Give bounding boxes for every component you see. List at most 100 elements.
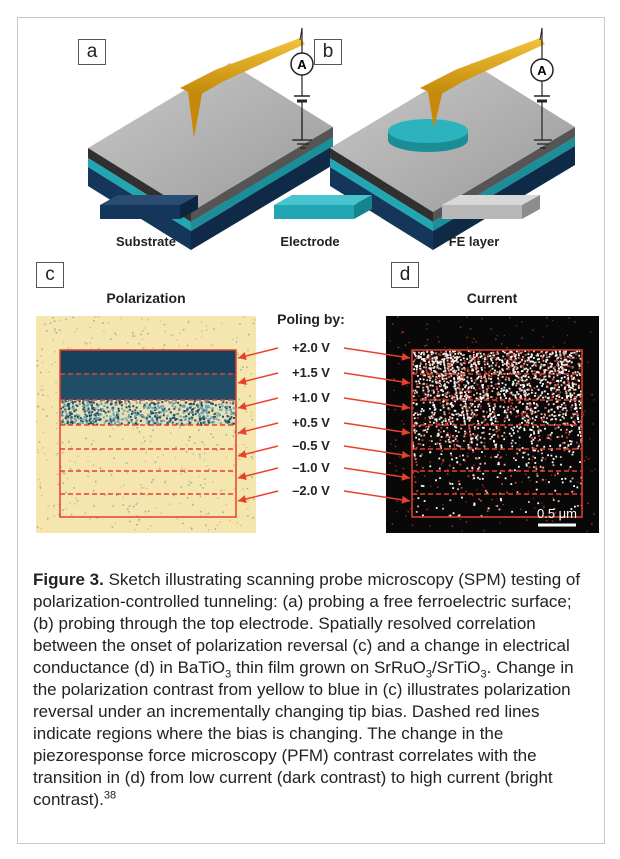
speckle: [511, 439, 514, 442]
speckle: [573, 395, 576, 398]
speckle: [165, 400, 168, 403]
speckle: [470, 441, 473, 444]
speckle: [537, 388, 540, 391]
speckle: [422, 371, 425, 373]
speckle: [464, 369, 466, 371]
speckle: [455, 391, 458, 394]
speckle: [72, 406, 75, 409]
speckle: [159, 415, 162, 418]
speckle: [555, 418, 558, 421]
speckle: [580, 403, 582, 406]
speckle: [586, 530, 588, 533]
speckle: [428, 361, 430, 363]
speckle: [545, 519, 548, 522]
speckle: [528, 392, 530, 395]
speckle: [424, 360, 426, 362]
speckle: [436, 366, 439, 369]
speckle: [142, 436, 145, 439]
speckle: [430, 351, 433, 354]
speckle: [486, 361, 489, 364]
speckle: [440, 351, 442, 354]
speckle: [452, 435, 454, 438]
speckle: [129, 520, 131, 523]
speckle: [536, 425, 539, 428]
speckle: [578, 367, 581, 370]
speckle: [517, 354, 520, 357]
speckle: [480, 514, 483, 517]
speckle: [517, 411, 519, 414]
speckle: [467, 350, 470, 352]
speckle: [460, 486, 463, 489]
speckle: [149, 435, 152, 438]
speckle: [124, 417, 127, 420]
speckle: [445, 422, 448, 425]
speckle: [510, 356, 513, 359]
speckle: [472, 476, 475, 479]
speckle: [47, 395, 49, 397]
speckle: [456, 444, 458, 447]
speckle: [444, 367, 446, 370]
speckle: [543, 370, 546, 373]
speckle: [448, 369, 451, 372]
speckle: [523, 393, 526, 396]
speckle: [508, 357, 511, 360]
polarization-mixed-band: [60, 400, 237, 426]
speckle: [531, 442, 533, 445]
speckle: [447, 407, 450, 410]
speckle: [463, 378, 466, 381]
speckle: [413, 353, 416, 356]
speckle: [106, 406, 109, 409]
speckle: [455, 359, 458, 362]
speckle: [543, 505, 545, 507]
speckle: [506, 364, 508, 367]
speckle: [475, 414, 478, 417]
speckle: [489, 355, 491, 357]
speckle: [81, 420, 84, 423]
speckle: [159, 320, 162, 322]
speckle: [78, 422, 81, 425]
speckle: [439, 360, 442, 363]
speckle: [233, 488, 236, 490]
speckle: [199, 495, 202, 498]
speckle: [555, 354, 558, 357]
speckle: [507, 354, 510, 357]
speckle: [58, 514, 60, 516]
speckle: [509, 364, 512, 367]
speckle: [69, 418, 72, 421]
speckle: [236, 352, 239, 354]
speckle: [63, 472, 66, 475]
speckle: [141, 414, 144, 417]
speckle: [522, 375, 525, 377]
speckle: [547, 454, 549, 457]
speckle: [499, 370, 501, 373]
speckle: [554, 474, 557, 477]
speckle: [86, 475, 89, 477]
speckle: [543, 390, 546, 393]
speckle: [490, 423, 493, 426]
speckle: [203, 422, 206, 425]
speckle: [559, 444, 562, 447]
speckle: [578, 428, 581, 431]
speckle: [432, 421, 435, 424]
speckle: [537, 395, 540, 398]
speckle: [590, 331, 592, 333]
speckle: [90, 403, 93, 406]
speckle: [565, 428, 568, 431]
speckle: [429, 375, 432, 378]
speckle: [470, 409, 473, 412]
speckle: [197, 421, 200, 424]
speckle: [486, 422, 489, 425]
speckle: [577, 420, 580, 423]
speckle: [91, 400, 94, 403]
speckle: [52, 339, 55, 342]
speckle: [433, 390, 435, 393]
speckle: [475, 437, 477, 439]
speckle: [486, 388, 488, 391]
speckle: [435, 385, 438, 388]
speckle: [422, 359, 425, 362]
speckle: [546, 400, 548, 403]
speckle: [568, 388, 571, 391]
speckle: [247, 333, 250, 336]
speckle: [210, 344, 212, 347]
speckle: [64, 409, 67, 412]
